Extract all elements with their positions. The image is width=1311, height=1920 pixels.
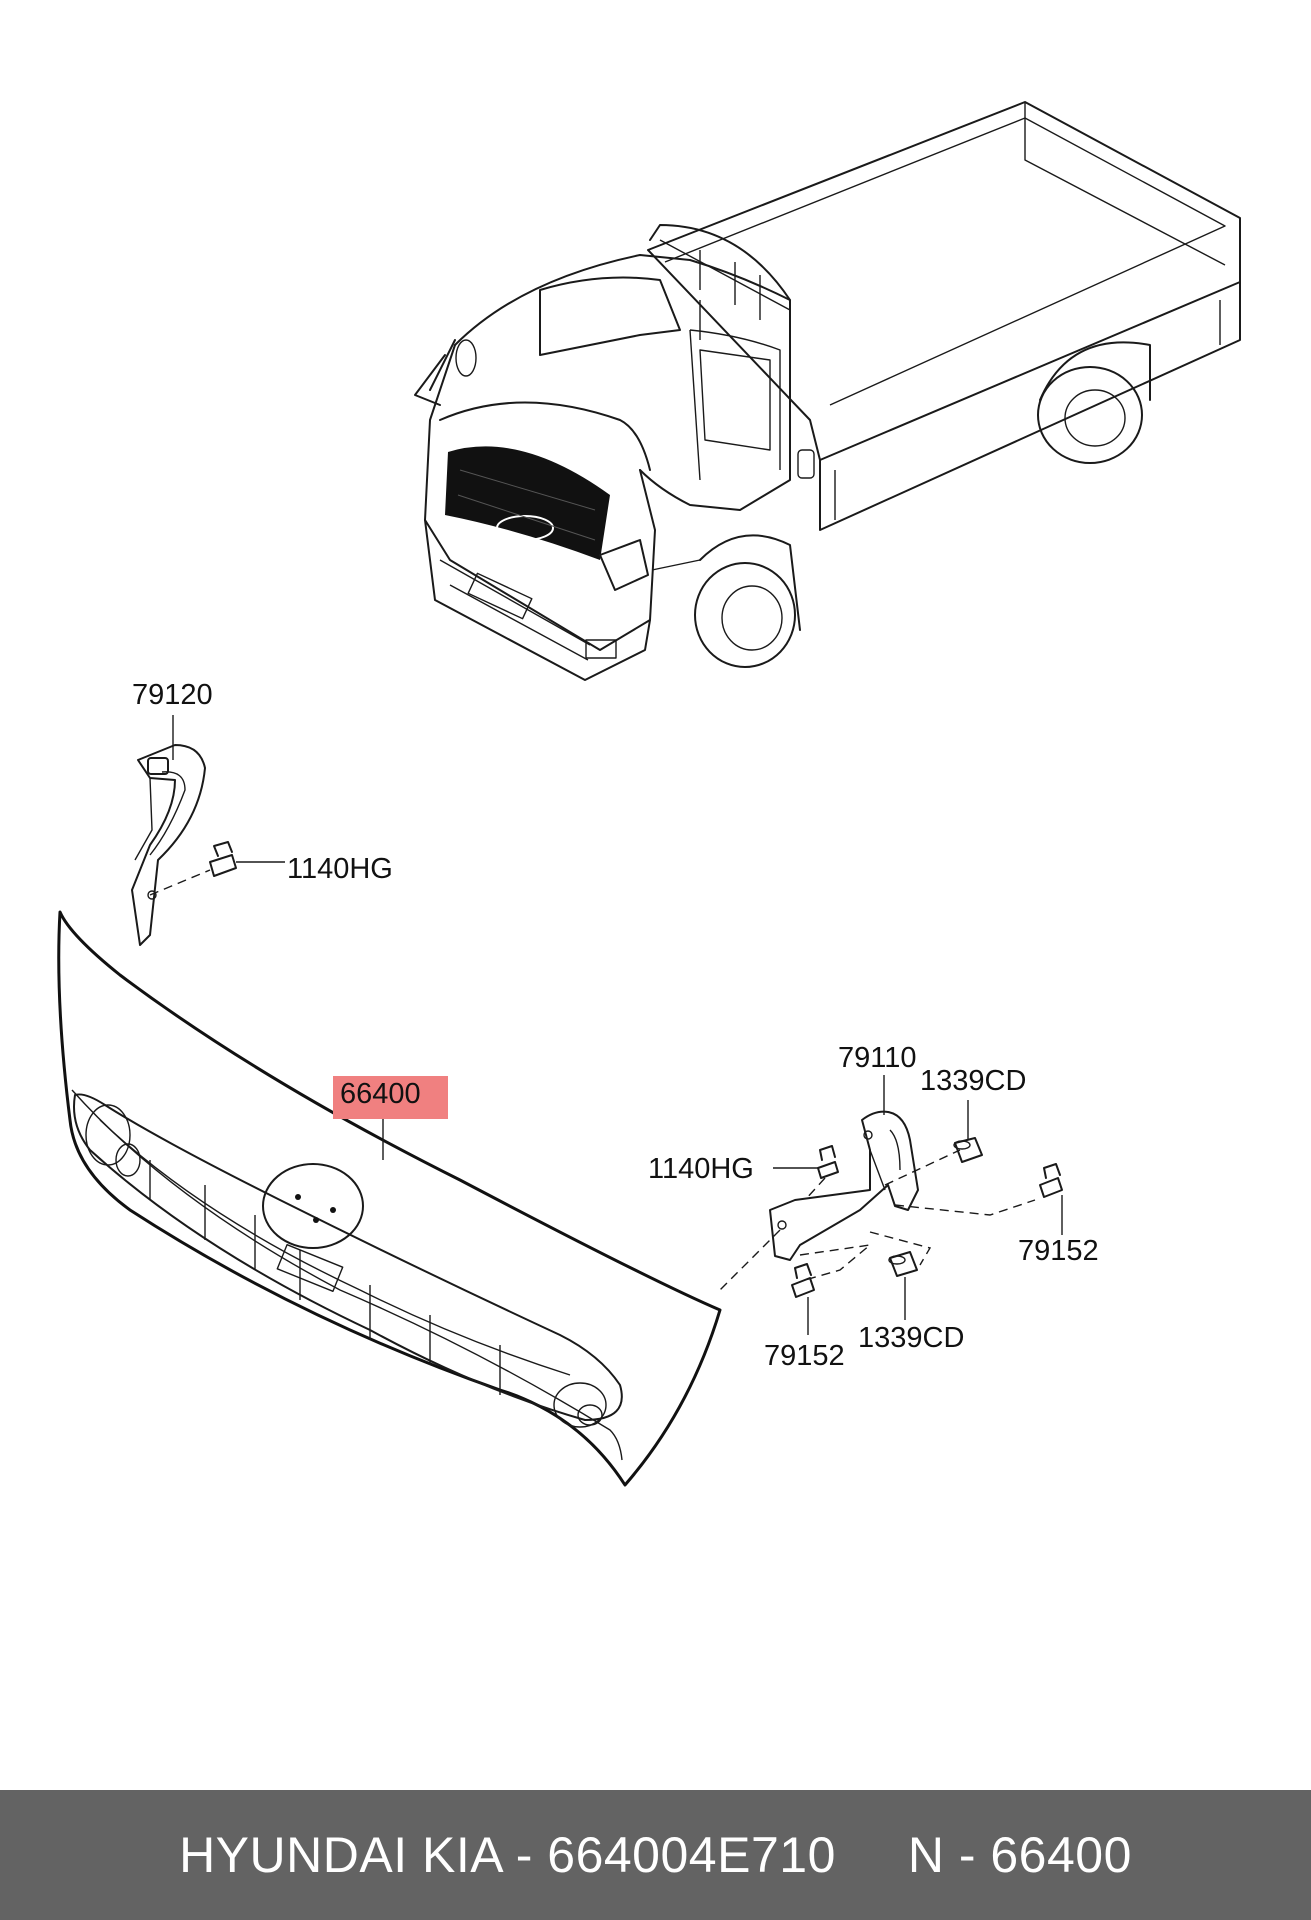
nut-bottom-1339CD <box>888 1251 918 1277</box>
right-bolt-1140HG <box>804 1145 839 1201</box>
label-1140HG-left: 1140HG <box>287 853 393 885</box>
right-bracket <box>719 1110 1036 1291</box>
parts-diagram: 66400 79120 1140HG 79110 1339CD 1140HG 7… <box>57 101 1241 1487</box>
label-1339CD-top: 1339CD <box>920 1065 1026 1097</box>
label-1140HG-right: 1140HG <box>648 1153 754 1185</box>
truck-illustration <box>414 101 1241 681</box>
screw-left-79152 <box>791 1263 815 1298</box>
label-79152-left: 79152 <box>764 1340 845 1372</box>
nut-top-1339CD <box>953 1137 983 1163</box>
footer-bar: HYUNDAI KIA - 664004E710 N - 66400 <box>0 1790 1311 1920</box>
label-1339CD-bottom: 1339CD <box>858 1322 964 1354</box>
label-79110: 79110 <box>838 1042 917 1074</box>
label-79120: 79120 <box>132 679 213 711</box>
highlight-box <box>333 1076 448 1119</box>
radiator-grille <box>57 910 722 1487</box>
footer-part-number: HYUNDAI KIA - 664004E710 N - 66400 <box>179 1827 1132 1883</box>
label-79152-right: 79152 <box>1018 1235 1099 1267</box>
left-bracket <box>131 744 211 946</box>
screw-right-79152 <box>1039 1163 1063 1198</box>
leader-lines <box>172 715 1063 1335</box>
left-bolt-1140HG <box>209 841 285 877</box>
label-66400: 66400 <box>340 1078 421 1110</box>
